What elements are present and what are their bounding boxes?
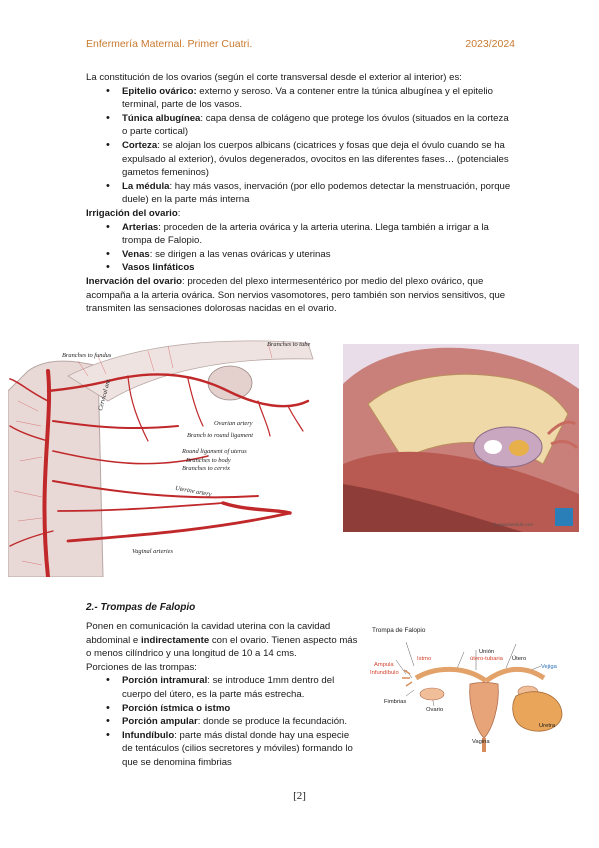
definition: : se introduce 1mm dentro del cuerpo del… — [122, 675, 335, 700]
term: Vasos linfáticos — [122, 262, 195, 274]
label-round-ligament: Round ligament of uterus — [182, 448, 247, 455]
list-item: Epitelio ovárico: externo y seroso. Va a… — [106, 85, 516, 112]
label-ampula: Ampula — [374, 662, 394, 668]
label-uretra: Uretra — [539, 723, 556, 729]
label-infundibulo: Infundíbulo — [370, 670, 399, 676]
term: Infundíbulo — [122, 729, 175, 741]
ovary-illustration — [343, 344, 579, 532]
label-fimbrias: Fimbrias — [384, 699, 407, 705]
fallopian-intro: Ponen en comunicación la cavidad uterina… — [86, 620, 358, 661]
fallopian-diagram — [395, 641, 563, 752]
label-istmo: Istmo — [417, 656, 432, 662]
label-vagina: Vagina — [472, 739, 490, 745]
innervation-paragraph: Inervación del ovario: proceden del plex… — [86, 275, 516, 316]
term: Epitelio ovárico: — [122, 85, 197, 97]
portions-list: Porción intramural: se introduce 1mm den… — [86, 674, 358, 769]
list-item: Venas: se dirigen a las venas ováricas y… — [106, 248, 516, 262]
intro-emphasis: indirectamente — [140, 634, 210, 646]
term: Porción ampular — [122, 716, 198, 728]
ovary-text-block: La constitución de los ovarios (según el… — [86, 71, 516, 316]
term: Venas — [122, 248, 150, 260]
label-fallopian-title: Trompa de Falopio — [372, 627, 426, 634]
definition: : parte más distal donde hay una especie… — [122, 729, 353, 768]
intro-part: con el ovario. Tienen aspecto más o meno… — [86, 634, 358, 660]
term: Porción ístmica o istmo — [122, 702, 231, 714]
header-right: 2023/2024 — [465, 38, 515, 50]
label-utero-tubaria: útero-tubaria — [470, 656, 503, 662]
label-union: Unión — [479, 649, 495, 655]
fallopian-text-block: Ponen en comunicación la cavidad uterina… — [86, 620, 358, 770]
label-branches-cervix: Branches to cervix — [182, 465, 230, 472]
irrigation-heading: Irrigación del ovario: — [86, 207, 516, 221]
definition: : hay más vasos, inervación (por ello po… — [122, 180, 511, 206]
list-item: Infundíbulo: parte más distal donde hay … — [106, 729, 358, 770]
irrigation-list: Arterias: proceden de la arteria ovárica… — [86, 221, 516, 275]
label-utero: Útero — [512, 656, 527, 662]
definition: : se alojan los cuerpos albicans (cicatr… — [122, 139, 509, 179]
ovary-section-figure: © www.kenhub.com — [343, 344, 579, 532]
definition: : proceden del plexo intermesentérico po… — [86, 275, 506, 315]
list-item: La médula: hay más vasos, inervación (po… — [106, 180, 516, 207]
heading-text: Irrigación del ovario — [86, 207, 178, 219]
definition: : se dirigen a las venas ováricas y uter… — [149, 248, 331, 260]
label-branches-fundus: Branches to fundus — [62, 352, 112, 359]
uterine-arteries-figure: Branches to fundus Branches to tube Ovar… — [8, 331, 326, 577]
page-number: [2] — [293, 790, 306, 802]
header-left: Enfermería Maternal. Primer Cuatri. — [86, 38, 253, 50]
label-vejiga: Vejiga — [541, 664, 557, 670]
term: Arterias — [122, 221, 159, 233]
arteries-illustration — [8, 340, 314, 577]
term: Porción intramural — [122, 675, 208, 687]
definition: : capa densa de colágeno que protege los… — [122, 112, 509, 138]
list-item: Arterias: proceden de la arteria ovárica… — [106, 221, 516, 248]
definition: : proceden de la arteria ovárica y la ar… — [122, 221, 489, 247]
term: Corteza — [122, 139, 158, 151]
label-branches-body: Branches to body — [186, 457, 231, 464]
label-vaginal-arteries: Vaginal arteries — [132, 548, 174, 555]
term: Inervación del ovario — [86, 275, 182, 287]
section-title: 2.- Trompas de Falopio — [86, 602, 196, 613]
kenhub-watermark: © www.kenhub.com — [493, 522, 533, 527]
intro-paragraph: La constitución de los ovarios (según el… — [86, 72, 462, 83]
heading-suffix: : — [177, 207, 181, 219]
term: La médula — [122, 180, 170, 192]
label-branches-tube: Branches to tube — [267, 341, 311, 348]
label-branch-round-ligament: Branch to round ligament — [187, 432, 253, 439]
term: Túnica albugínea — [122, 112, 201, 124]
definition: : donde se produce la fecundación. — [197, 716, 348, 728]
fallopian-tube-figure: Trompa de Falopio Unión Istmo útero-tuba… — [366, 626, 566, 752]
label-ovario: Ovario — [426, 707, 444, 713]
label-ovarian-artery: Ovarian artery — [214, 420, 253, 427]
list-item: Túnica albugínea: capa densa de colágeno… — [106, 112, 516, 139]
list-item: Corteza: se alojan los cuerpos albicans … — [106, 139, 516, 180]
portions-label: Porciones de las trompas: — [86, 661, 197, 673]
list-item: Porción ampular: donde se produce la fec… — [106, 715, 358, 729]
definition: externo y seroso. Va a contener entre la… — [122, 85, 493, 111]
list-item: Vasos linfáticos — [106, 261, 516, 275]
intro-part: Ponen en comunicación la cavidad uterina… — [86, 621, 331, 646]
list-item: Porción intramural: se introduce 1mm den… — [106, 674, 358, 701]
layers-list: Epitelio ovárico: externo y seroso. Va a… — [86, 85, 516, 207]
list-item: Porción ístmica o istmo — [106, 702, 358, 716]
